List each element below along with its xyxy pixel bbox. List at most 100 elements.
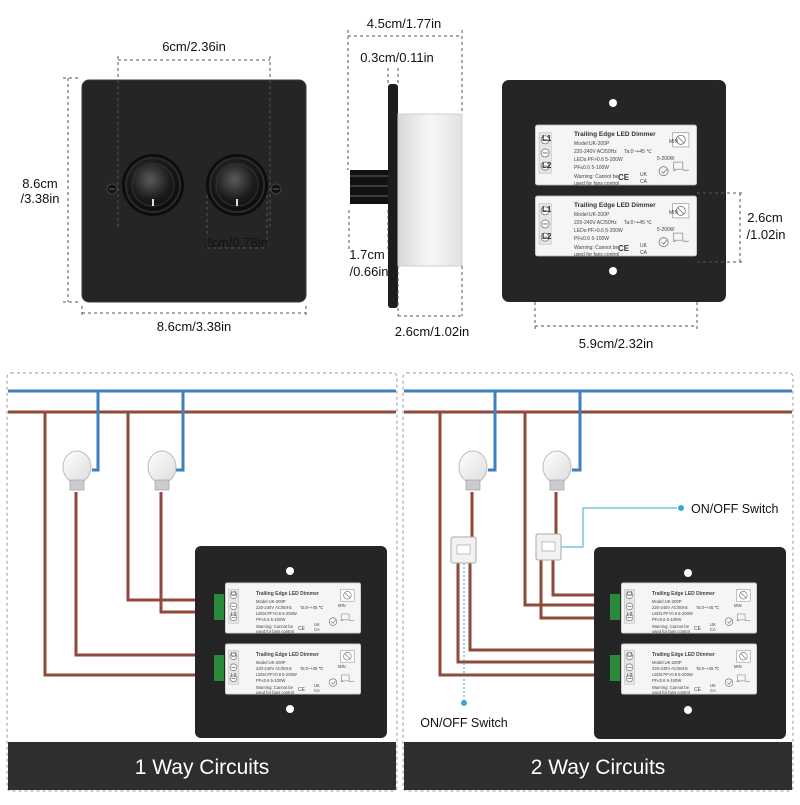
svg-text:Ta:0~+45 ℃: Ta:0~+45 ℃ xyxy=(624,149,652,155)
svg-text:Warning: Cannot be: Warning: Cannot be xyxy=(574,174,619,180)
panel-one-way: 1 Way Circuits xyxy=(6,372,398,792)
svg-text:PF≤0.6 5-100W: PF≤0.6 5-100W xyxy=(652,678,681,683)
svg-text:220-240V AC/50Hz: 220-240V AC/50Hz xyxy=(574,220,617,226)
svg-text:LEDs:PF>0.6 5-200W: LEDs:PF>0.6 5-200W xyxy=(574,157,623,163)
mount-hole-bottom xyxy=(609,267,617,275)
dimension-module-height xyxy=(697,192,745,263)
svg-text:Ta:0~+45 ℃: Ta:0~+45 ℃ xyxy=(696,666,720,671)
dimension-height xyxy=(63,77,80,303)
svg-text:UK: UK xyxy=(314,622,320,627)
svg-text:CE: CE xyxy=(618,244,630,253)
svg-text:CA: CA xyxy=(314,688,320,693)
svg-text:UK: UK xyxy=(640,172,648,178)
svg-text:used for fans control: used for fans control xyxy=(652,629,690,634)
dimension-spacing xyxy=(117,56,271,230)
dim-knob-depth-in: /0.66in xyxy=(349,264,388,279)
svg-text:CE: CE xyxy=(694,687,702,693)
svg-text:CE: CE xyxy=(298,687,306,693)
svg-text:Model:UK-200P: Model:UK-200P xyxy=(256,599,286,604)
side-view: 4.5cm/1.77in 0.3cm/0.11in 1.7cm /0.66in … xyxy=(347,16,469,339)
svg-text:used for fans control: used for fans control xyxy=(574,181,619,187)
dim-plate-label: 0.3cm/0.11in xyxy=(360,50,433,65)
svg-text:L1: L1 xyxy=(231,652,237,658)
svg-text:Warning: Cannot be: Warning: Cannot be xyxy=(574,245,619,251)
screw-left-icon xyxy=(106,183,118,195)
caption-two-way: 2 Way Circuits xyxy=(531,756,666,779)
svg-text:Model:UK-200P: Model:UK-200P xyxy=(574,212,610,218)
svg-text:Trailing Edge LED Dimmer: Trailing Edge LED Dimmer xyxy=(652,591,715,597)
dim-module-width-label: 5.9cm/2.32in xyxy=(579,336,653,351)
panel-two-way: ON/OFF Switch ON/OFF Switch 2 Way Circui… xyxy=(402,372,794,792)
svg-text:used for fans control: used for fans control xyxy=(256,629,294,634)
front-view: 6cm/2.36in 2cm/0.78in 8.6cm /3.38in 8.6c… xyxy=(20,39,307,334)
dimension-plate xyxy=(387,68,399,84)
svg-text:PF≤0.6 5-100W: PF≤0.6 5-100W xyxy=(574,165,609,171)
onoff-switch-label: ON/OFF Switch xyxy=(420,716,508,730)
svg-text:MIN: MIN xyxy=(734,664,742,669)
dimension-knob xyxy=(206,195,268,249)
svg-text:Model:UK-200P: Model:UK-200P xyxy=(652,599,682,604)
svg-text:Ta:0~+45 ℃: Ta:0~+45 ℃ xyxy=(696,605,720,610)
svg-text:Warning: Cannot be: Warning: Cannot be xyxy=(256,624,294,629)
bulb-icon xyxy=(62,450,92,491)
svg-text:CA: CA xyxy=(640,179,648,185)
dim-body-label: 2.6cm/1.02in xyxy=(395,324,469,339)
svg-text:UK: UK xyxy=(314,683,320,688)
svg-text:220-240V AC/50Hz: 220-240V AC/50Hz xyxy=(256,605,292,610)
svg-text:L2: L2 xyxy=(542,232,552,241)
svg-text:L2: L2 xyxy=(231,612,237,618)
svg-text:PF≤0.6 5-100W: PF≤0.6 5-100W xyxy=(652,617,681,622)
svg-text:Model:UK-200P: Model:UK-200P xyxy=(256,660,286,665)
module-label-small: L1 L2 Trailing Edge LED Dimmer Model:UK-… xyxy=(627,652,742,695)
module-label-small: L1 L2 Trailing Edge LED Dimmer Model:UK-… xyxy=(627,591,742,634)
side-body xyxy=(397,113,463,267)
module-label-small: L1 L2 Trailing Edge LED Dimmer Model:UK-… xyxy=(231,652,346,695)
svg-text:L2: L2 xyxy=(542,161,552,170)
bulb-icon xyxy=(542,450,572,491)
front-plate xyxy=(82,80,306,302)
back-view: 2.6cm /1.02in 5.9cm/2.32in xyxy=(502,80,786,351)
bulb-icon xyxy=(458,450,488,491)
svg-text:MIN: MIN xyxy=(734,603,742,608)
svg-text:Model:UK-200P: Model:UK-200P xyxy=(574,141,610,147)
svg-text:MIN: MIN xyxy=(669,139,679,145)
svg-text:LEDs:PF>0.6 5-200W: LEDs:PF>0.6 5-200W xyxy=(652,672,693,677)
dim-width-label: 8.6cm/3.38in xyxy=(157,319,231,334)
dim-height-cm: 8.6cm xyxy=(22,176,57,191)
svg-text:Trailing Edge LED Dimmer: Trailing Edge LED Dimmer xyxy=(256,591,319,597)
caption-one-way: 1 Way Circuits xyxy=(135,756,270,779)
svg-text:L1: L1 xyxy=(542,205,552,214)
svg-text:CE: CE xyxy=(298,626,306,632)
svg-text:CA: CA xyxy=(710,627,716,632)
svg-text:LEDs:PF>0.6 5-200W: LEDs:PF>0.6 5-200W xyxy=(574,228,623,234)
module-label-small: L1 L2 Trailing Edge LED Dimmer Model:UK-… xyxy=(231,591,346,634)
svg-text:CE: CE xyxy=(694,626,702,632)
onoff-switch-icon xyxy=(450,536,477,564)
onoff-switch-icon xyxy=(535,533,562,561)
svg-text:UK: UK xyxy=(710,622,716,627)
svg-text:L2: L2 xyxy=(627,673,633,679)
svg-text:CA: CA xyxy=(640,250,648,256)
svg-text:UK: UK xyxy=(710,683,716,688)
dim-depth-label: 4.5cm/1.77in xyxy=(367,16,441,31)
svg-text:L1: L1 xyxy=(542,134,552,143)
svg-text:220-240V AC/50Hz: 220-240V AC/50Hz xyxy=(652,605,688,610)
caption-bar xyxy=(8,742,396,790)
svg-text:L2: L2 xyxy=(627,612,633,618)
svg-text:MIN: MIN xyxy=(669,210,679,216)
svg-text:Trailing Edge LED Dimmer: Trailing Edge LED Dimmer xyxy=(574,131,656,138)
dimension-module-width xyxy=(534,302,698,330)
dim-knob-label: 2cm/0.78in xyxy=(204,235,268,250)
svg-text:Trailing Edge LED Dimmer: Trailing Edge LED Dimmer xyxy=(652,652,715,658)
svg-text:Trailing Edge LED Dimmer: Trailing Edge LED Dimmer xyxy=(574,202,656,209)
svg-text:Model:UK-200P: Model:UK-200P xyxy=(652,660,682,665)
onoff-switch-label: ON/OFF Switch xyxy=(691,502,779,516)
svg-text:CA: CA xyxy=(314,627,320,632)
svg-text:used for fans control: used for fans control xyxy=(256,690,294,695)
dimension-depth xyxy=(347,30,463,170)
module-labels-small: L1 L2 Trailing Edge LED Dimmer Model:UK-… xyxy=(231,591,742,695)
screw-right-icon xyxy=(270,183,282,195)
svg-text:MIN: MIN xyxy=(338,664,346,669)
svg-text:220-240V AC/50Hz: 220-240V AC/50Hz xyxy=(574,149,617,155)
